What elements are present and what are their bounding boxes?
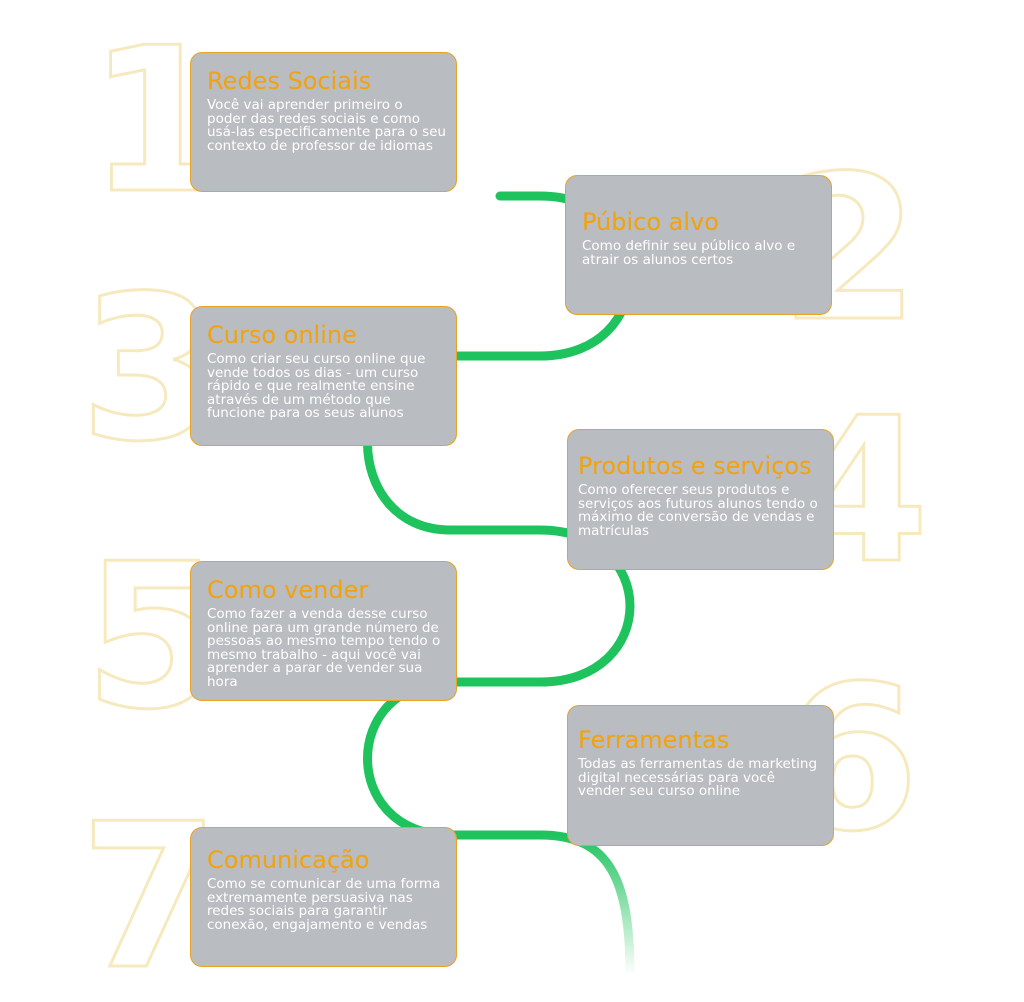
- step-description: Como oferecer seus produtos e serviços a…: [578, 482, 818, 539]
- step-card-3: Curso online Como criar seu curso online…: [190, 306, 457, 446]
- step-card-4: Produtos e serviços Como oferecer seus p…: [567, 429, 834, 570]
- step-title: Púbico alvo: [582, 208, 719, 236]
- step-card-2: Púbico alvo Como definir seu público alv…: [565, 175, 832, 315]
- step-title: Como vender: [207, 576, 369, 604]
- step-title: Redes Sociais: [207, 67, 372, 95]
- step-description: Como criar seu curso online que vende to…: [207, 351, 426, 421]
- step-description: Você vai aprender primeiro o poder das r…: [207, 97, 446, 154]
- path-segment-4: [363, 677, 545, 840]
- step-card-5: Como vender Como fazer a venda desse cur…: [190, 561, 457, 701]
- step-title: Ferramentas: [578, 726, 730, 754]
- step-title: Comunicação: [207, 846, 370, 874]
- step-description: Todas as ferramentas de marketing digita…: [578, 756, 818, 799]
- step-card-1: Redes Sociais Você vai aprender primeiro…: [190, 52, 457, 192]
- step-description: Como fazer a venda desse curso online pa…: [207, 606, 441, 690]
- step-card-6: Ferramentas Todas as ferramentas de mark…: [567, 705, 834, 846]
- step-title: Produtos e serviços: [578, 452, 812, 480]
- step-description: Como definir seu público alvo e atrair o…: [582, 238, 796, 268]
- step-description: Como se comunicar de uma forma extremame…: [207, 876, 441, 933]
- step-card-7: Comunicação Como se comunicar de uma for…: [190, 827, 457, 967]
- step-title: Curso online: [207, 321, 357, 349]
- path-segment-5: [535, 830, 635, 980]
